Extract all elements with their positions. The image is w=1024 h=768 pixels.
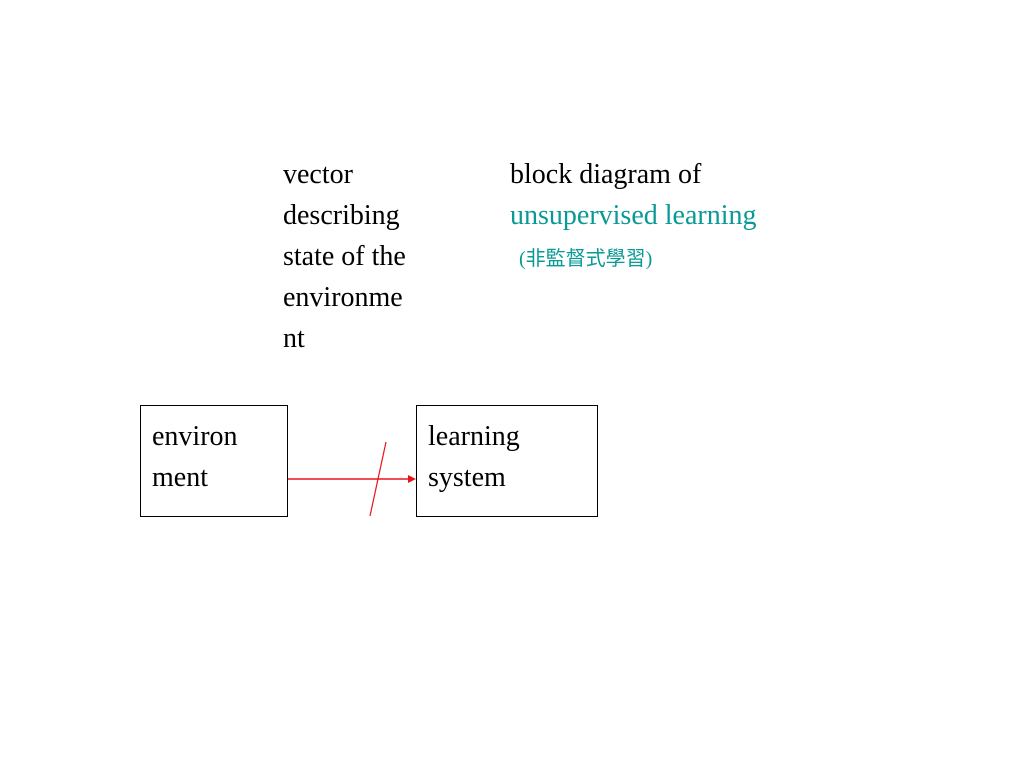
vector-description-label: vector describing state of the environme…	[283, 154, 406, 359]
diagram-title-highlight: unsupervised learning	[510, 200, 757, 231]
environment-label-line: environ	[152, 421, 238, 452]
vector-bus-slash	[369, 441, 387, 517]
vector-label-line: vector	[283, 159, 353, 190]
diagram-title: block diagram of	[510, 159, 702, 190]
environment-block-label: environ ment	[152, 416, 238, 498]
vector-label-line: describing	[283, 200, 400, 231]
environment-label-line: ment	[152, 462, 208, 493]
arrowhead	[408, 475, 416, 483]
learning-system-label-line: learning	[428, 421, 520, 452]
learning-system-block-label: learning system	[428, 416, 520, 498]
learning-system-label-line: system	[428, 462, 506, 493]
vector-label-line: state of the	[283, 241, 406, 272]
learning-system-block: learning system	[416, 405, 598, 517]
environment-block: environ ment	[140, 405, 288, 517]
vector-label-line: environme	[283, 282, 403, 313]
vector-label-line: nt	[283, 323, 305, 354]
diagram-title-chinese: (非監督式學習)	[519, 248, 653, 270]
